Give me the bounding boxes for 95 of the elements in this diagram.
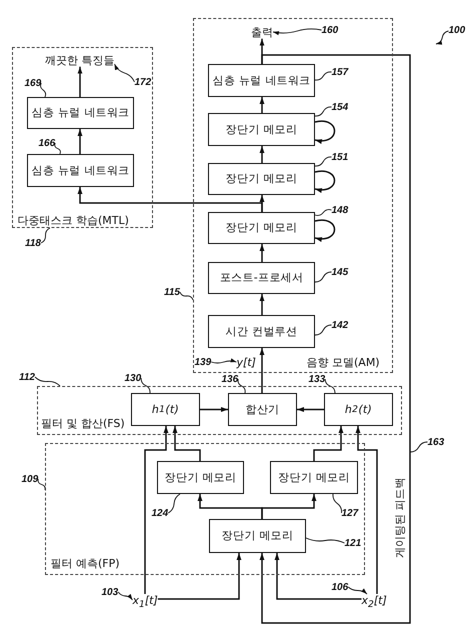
arrow bbox=[78, 66, 82, 97]
leader-line bbox=[410, 442, 428, 452]
arrow bbox=[260, 294, 264, 315]
reference-numeral: 151 bbox=[332, 152, 348, 162]
leader-line bbox=[40, 228, 50, 244]
reference-numeral: 118 bbox=[25, 238, 41, 248]
leader-line bbox=[168, 494, 180, 514]
leader-line bbox=[140, 378, 150, 394]
leader-line bbox=[314, 71, 332, 81]
reference-numeral: 154 bbox=[332, 102, 348, 112]
reference-numeral: 115 bbox=[164, 286, 180, 298]
loop-arrow bbox=[314, 120, 336, 144]
signal-label: 출력 bbox=[251, 26, 273, 39]
arrow bbox=[144, 426, 168, 594]
process-box: 장단기 메모리 bbox=[208, 113, 315, 146]
reference-numeral: 109 bbox=[22, 474, 38, 484]
leader-line bbox=[324, 378, 336, 394]
process-box: 장단기 메모리 bbox=[157, 461, 244, 494]
leader-line bbox=[54, 142, 61, 154]
dashed-frame bbox=[45, 443, 365, 575]
dashed-frame bbox=[193, 18, 393, 373]
signal-label: 깨끗한 특징들 bbox=[45, 54, 114, 67]
leader-line bbox=[348, 586, 368, 594]
reference-numeral: 106 bbox=[332, 582, 348, 592]
process-box: 포스트-프로세서 bbox=[208, 262, 315, 294]
process-box: 심층 뉴럴 네트워크 bbox=[27, 154, 134, 187]
reference-numeral: 169 bbox=[24, 78, 42, 88]
reference-numeral: 172 bbox=[134, 76, 152, 88]
process-box: 장단기 메모리 bbox=[208, 212, 315, 244]
arrow bbox=[78, 187, 263, 212]
signal-label: x$_{1}$[t] bbox=[132, 594, 158, 610]
leader-line bbox=[436, 30, 449, 44]
leader-line bbox=[314, 209, 332, 216]
arrow bbox=[158, 553, 242, 600]
reference-numeral: 142 bbox=[332, 320, 348, 330]
reference-numeral: 163 bbox=[428, 436, 444, 448]
reference-numeral: 124 bbox=[152, 508, 168, 518]
loop-arrow bbox=[314, 219, 336, 242]
leader-line bbox=[118, 592, 133, 600]
reference-numeral: 166 bbox=[38, 138, 56, 148]
leader-line bbox=[38, 478, 46, 490]
leader-line bbox=[314, 106, 332, 116]
leader-line bbox=[210, 358, 237, 364]
arrow bbox=[274, 553, 362, 600]
leader-line bbox=[306, 538, 345, 544]
reference-numeral: 130 bbox=[124, 372, 142, 384]
group-label: 다중태스크 학습(MTL) bbox=[18, 214, 129, 227]
arrow bbox=[356, 426, 378, 594]
reference-numeral: 160 bbox=[322, 24, 338, 36]
arrow bbox=[260, 244, 264, 262]
leader-line bbox=[332, 494, 342, 514]
reference-numeral: 133 bbox=[308, 374, 326, 384]
group-label: 음향 모델(AM) bbox=[306, 356, 380, 369]
process-box: 장단기 메모리 bbox=[208, 163, 315, 195]
process-box: 시간 컨벌루션 bbox=[208, 315, 315, 348]
leader-line bbox=[40, 82, 46, 98]
loop-arrow bbox=[314, 170, 336, 192]
reference-numeral: 157 bbox=[332, 66, 348, 78]
reference-numeral: 100 bbox=[448, 24, 466, 36]
process-box: 장단기 메모리 bbox=[270, 461, 358, 494]
reference-numeral: 103 bbox=[102, 586, 118, 598]
reference-numeral: 136 bbox=[222, 374, 238, 384]
leader-line bbox=[180, 292, 194, 300]
arrow bbox=[200, 407, 228, 412]
signal-label: y[t] bbox=[236, 356, 256, 369]
leader-line bbox=[314, 272, 332, 282]
arrow bbox=[260, 146, 264, 163]
arrow bbox=[78, 129, 82, 154]
leader-line bbox=[314, 324, 332, 336]
dashed-frame bbox=[37, 386, 402, 435]
reference-numeral: 121 bbox=[344, 538, 362, 548]
leader-line bbox=[314, 156, 332, 166]
reference-numeral: 139 bbox=[194, 356, 212, 368]
leader-line bbox=[34, 376, 60, 386]
arrow bbox=[261, 494, 316, 519]
arrow bbox=[172, 426, 201, 461]
arrow bbox=[260, 97, 264, 113]
group-label: 필터 및 합산(FS) bbox=[41, 416, 125, 430]
reference-numeral: 112 bbox=[19, 372, 35, 382]
arrow bbox=[297, 407, 324, 412]
arrow bbox=[260, 348, 264, 393]
reference-numeral: 145 bbox=[332, 266, 348, 278]
signal-label: x$_{2}$[t] bbox=[362, 594, 387, 610]
process-box: 장단기 메모리 bbox=[209, 519, 306, 553]
process-box: 합산기 bbox=[228, 393, 297, 426]
process-box: 심층 뉴럴 네트워크 bbox=[27, 97, 134, 129]
reference-numeral: 148 bbox=[332, 204, 348, 216]
process-box: 심층 뉴럴 네트워크 bbox=[208, 64, 315, 97]
leader-line bbox=[238, 378, 246, 394]
group-label: 필터 예측(FP) bbox=[50, 556, 120, 570]
reference-numeral: 127 bbox=[342, 508, 358, 518]
arrow bbox=[313, 426, 344, 461]
dashed-frame bbox=[12, 47, 153, 228]
leader-line bbox=[114, 64, 135, 82]
leader-line bbox=[272, 28, 322, 36]
